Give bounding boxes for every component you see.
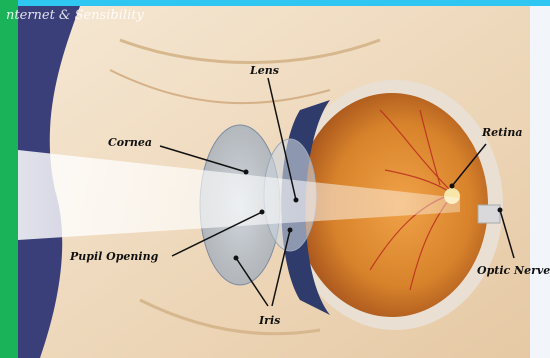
label-optic-nerve: Optic Nerve xyxy=(477,264,550,277)
label-iris: Iris xyxy=(259,314,280,327)
watermark-text: nternet & Sensibility xyxy=(6,8,144,23)
top-accent-bar xyxy=(0,0,550,6)
label-retina: Retina xyxy=(482,126,523,139)
optic-nerve xyxy=(478,205,500,223)
label-pupil-opening: Pupil Opening xyxy=(70,250,158,263)
label-cornea: Cornea xyxy=(108,136,152,149)
left-accent-bar xyxy=(0,0,18,358)
label-lens: Lens xyxy=(250,64,279,77)
